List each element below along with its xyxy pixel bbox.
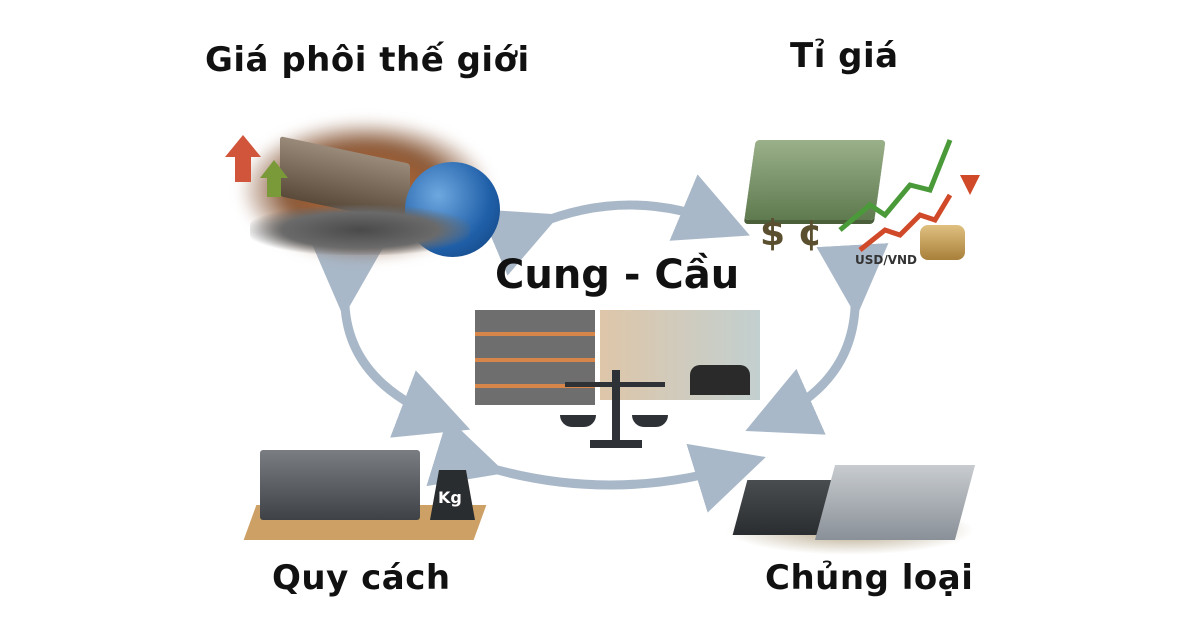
ore-rocks-icon	[250, 205, 470, 255]
node-title-product-type: Chủng loại	[765, 558, 974, 598]
balance-scale-icon	[560, 370, 670, 450]
node-title-specification: Quy cách	[272, 558, 451, 598]
center-title: Cung - Cầu	[495, 252, 740, 298]
i-beams-icon	[260, 450, 420, 520]
weight-icon	[430, 470, 475, 520]
currency-symbols: $ ¢	[760, 213, 823, 254]
green-up-arrow-icon	[260, 160, 288, 178]
node-world-billet-price	[220, 110, 510, 275]
arrow-top	[479, 174, 750, 276]
red-up-arrow-icon	[225, 135, 261, 157]
warehouse-icon	[475, 310, 595, 405]
coins-icon	[920, 225, 965, 260]
node-specification: Kg	[240, 430, 490, 545]
kg-label: Kg	[438, 488, 462, 507]
galvanized-i-beams-icon	[814, 465, 976, 540]
node-title-exchange-rate: Tỉ giá	[790, 36, 899, 76]
node-product-type	[725, 450, 976, 560]
center-node-supply-demand: Cung - Cầu	[460, 250, 770, 460]
rising-chart-icon	[838, 139, 980, 252]
arrow-right	[745, 243, 889, 435]
node-exchange-rate: $ ¢ USD/VND	[735, 115, 980, 275]
people-icon	[690, 365, 750, 395]
arrow-left	[311, 243, 471, 438]
arrow-bottom	[426, 417, 766, 513]
usd-vnd-label: USD/VND	[855, 253, 918, 267]
node-title-world-billet-price: Giá phôi thế giới	[205, 40, 530, 80]
